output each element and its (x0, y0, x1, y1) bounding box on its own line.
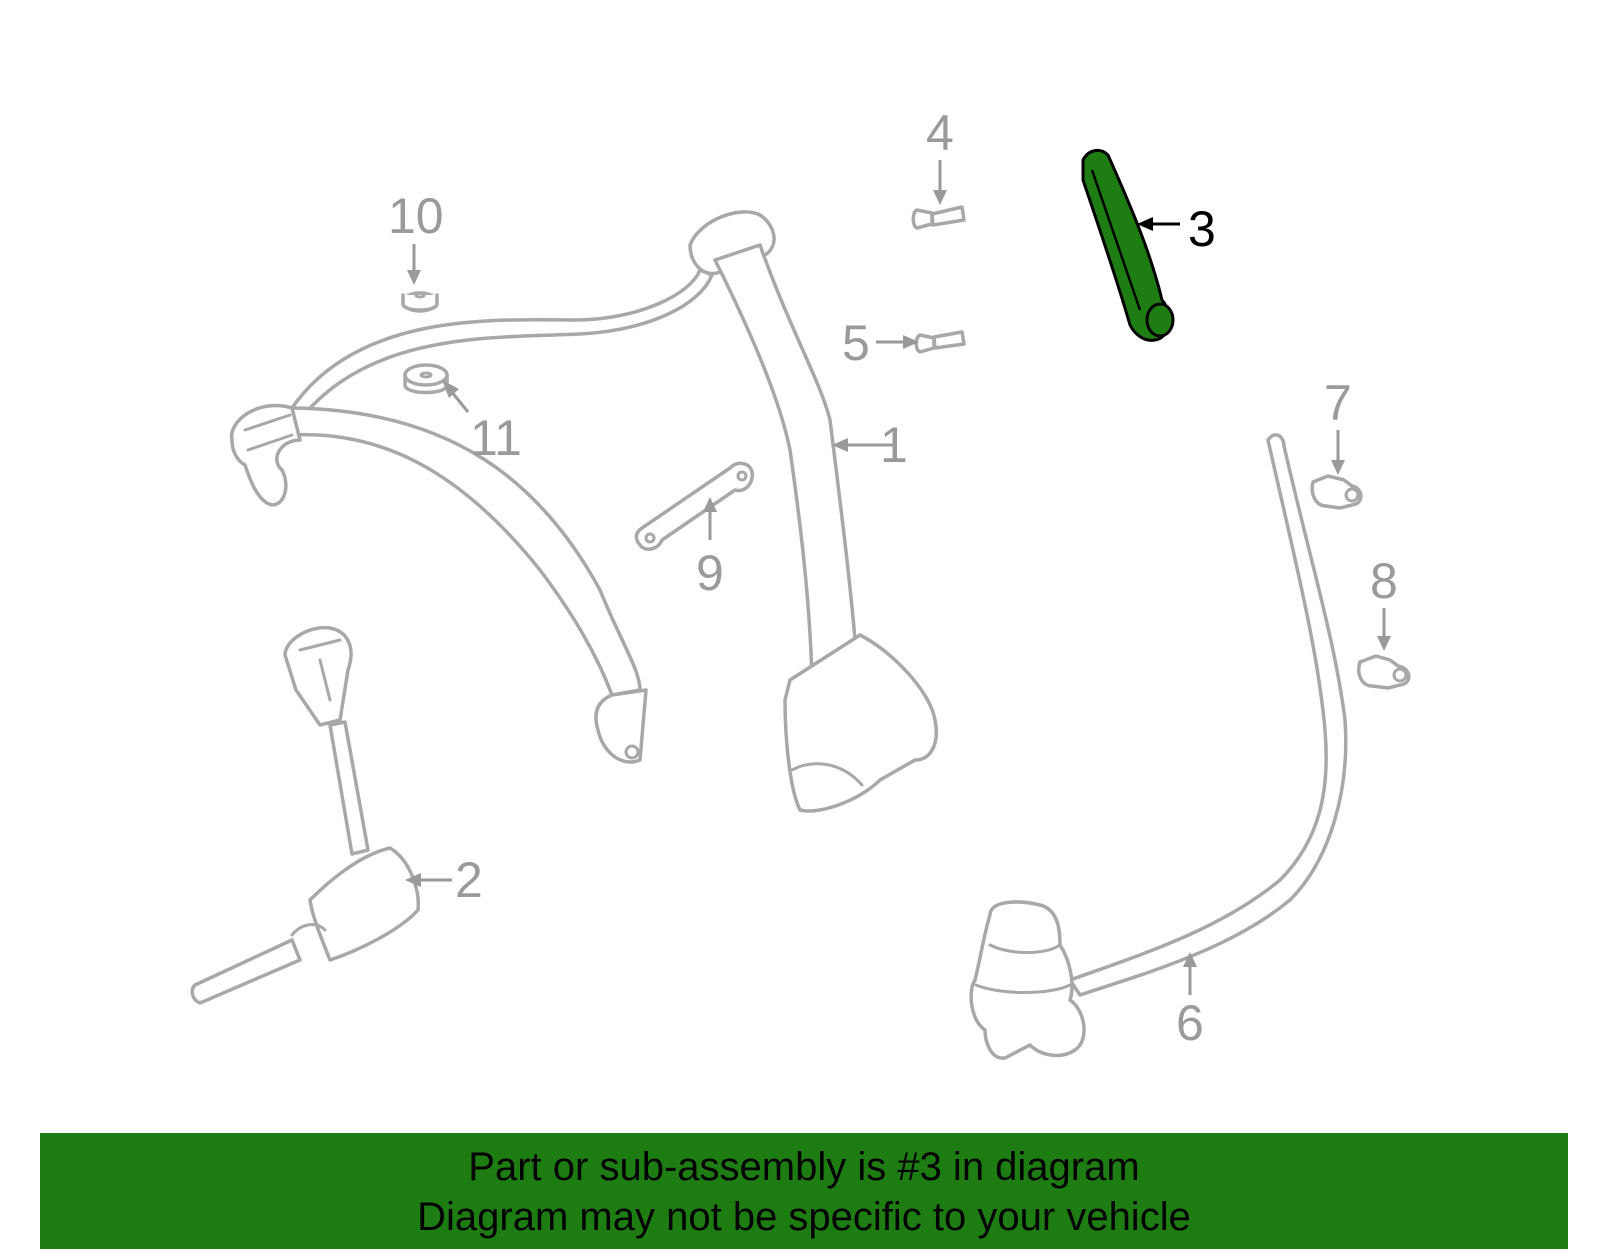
callout-11: 11 (470, 410, 522, 466)
part-6-anchor-cable[interactable] (969, 433, 1348, 1060)
callout-6: 6 (1176, 995, 1204, 1051)
leader-lines (405, 160, 1391, 995)
part-7-clip[interactable] (1310, 474, 1363, 510)
callout-2: 2 (455, 852, 483, 908)
callout-10: 10 (388, 188, 444, 244)
banner-line-disclaimer: Diagram may not be specific to your vehi… (417, 1195, 1191, 1239)
banner-line-part: Part or sub-assembly is #3 in diagram (468, 1145, 1140, 1189)
callout-4: 4 (926, 105, 954, 161)
part-4-bolt[interactable] (911, 205, 966, 230)
callout-8: 8 (1370, 553, 1398, 609)
callout-9: 9 (696, 545, 724, 601)
callout-7: 7 (1324, 375, 1352, 431)
part-9-bracket[interactable] (634, 461, 755, 551)
part-11-spacer[interactable] (403, 363, 449, 395)
part-5-bolt[interactable] (914, 330, 966, 354)
callout-5: 5 (842, 315, 870, 371)
part-10-washer[interactable] (401, 291, 439, 313)
part-8-clip[interactable] (1357, 654, 1411, 690)
part-2-buckle-assembly[interactable] (190, 625, 420, 1005)
part-1-seat-belt-assembly[interactable] (230, 210, 938, 813)
callout-1: 1 (880, 417, 908, 473)
callout-labels: 1 2 3 4 5 6 7 8 9 10 11 (388, 105, 1398, 1051)
part-info-banner: Part or sub-assembly is #3 in diagram Di… (40, 1133, 1568, 1249)
callout-3: 3 (1188, 201, 1216, 257)
part-3-highlighted-cover[interactable] (1081, 148, 1175, 342)
